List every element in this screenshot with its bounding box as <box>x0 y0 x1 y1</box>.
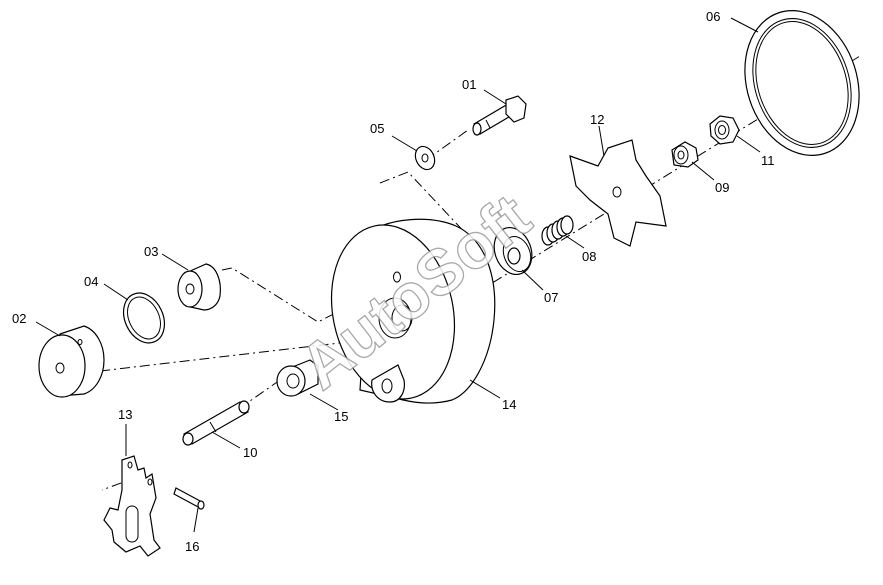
part-07-cup-washer <box>493 227 533 275</box>
part-labels: 01 05 06 12 11 09 08 07 03 04 02 14 15 1… <box>12 9 775 554</box>
label-13: 13 <box>118 407 132 422</box>
part-04-o-ring <box>122 292 166 344</box>
part-09-spacer <box>671 141 699 168</box>
part-06-ring <box>744 9 860 157</box>
label-03: 03 <box>144 244 158 259</box>
label-12: 12 <box>590 112 604 127</box>
part-03-sleeve <box>177 263 221 311</box>
part-05-washer <box>414 145 436 171</box>
label-14: 14 <box>502 397 516 412</box>
part-02-cap <box>38 325 105 398</box>
part-08-spring <box>541 215 574 246</box>
label-16: 16 <box>185 539 199 554</box>
leader-lines <box>35 17 761 533</box>
part-12-plate <box>569 139 667 247</box>
part-01-bolt <box>472 95 527 136</box>
label-07: 07 <box>544 290 558 305</box>
label-10: 10 <box>243 445 257 460</box>
label-06: 06 <box>706 9 720 24</box>
label-02: 02 <box>12 311 26 326</box>
label-04: 04 <box>84 274 98 289</box>
label-11: 11 <box>761 153 775 168</box>
part-15-bushing <box>276 359 319 397</box>
part-11-hex-nut <box>709 115 740 145</box>
label-15: 15 <box>334 409 348 424</box>
label-05: 05 <box>370 121 384 136</box>
label-08: 08 <box>582 249 596 264</box>
label-01: 01 <box>462 77 476 92</box>
part-16-pin <box>173 487 205 510</box>
label-09: 09 <box>715 180 729 195</box>
part-13-lever <box>103 455 161 557</box>
part-10-shaft <box>182 400 250 446</box>
part-14-drum <box>330 218 496 404</box>
